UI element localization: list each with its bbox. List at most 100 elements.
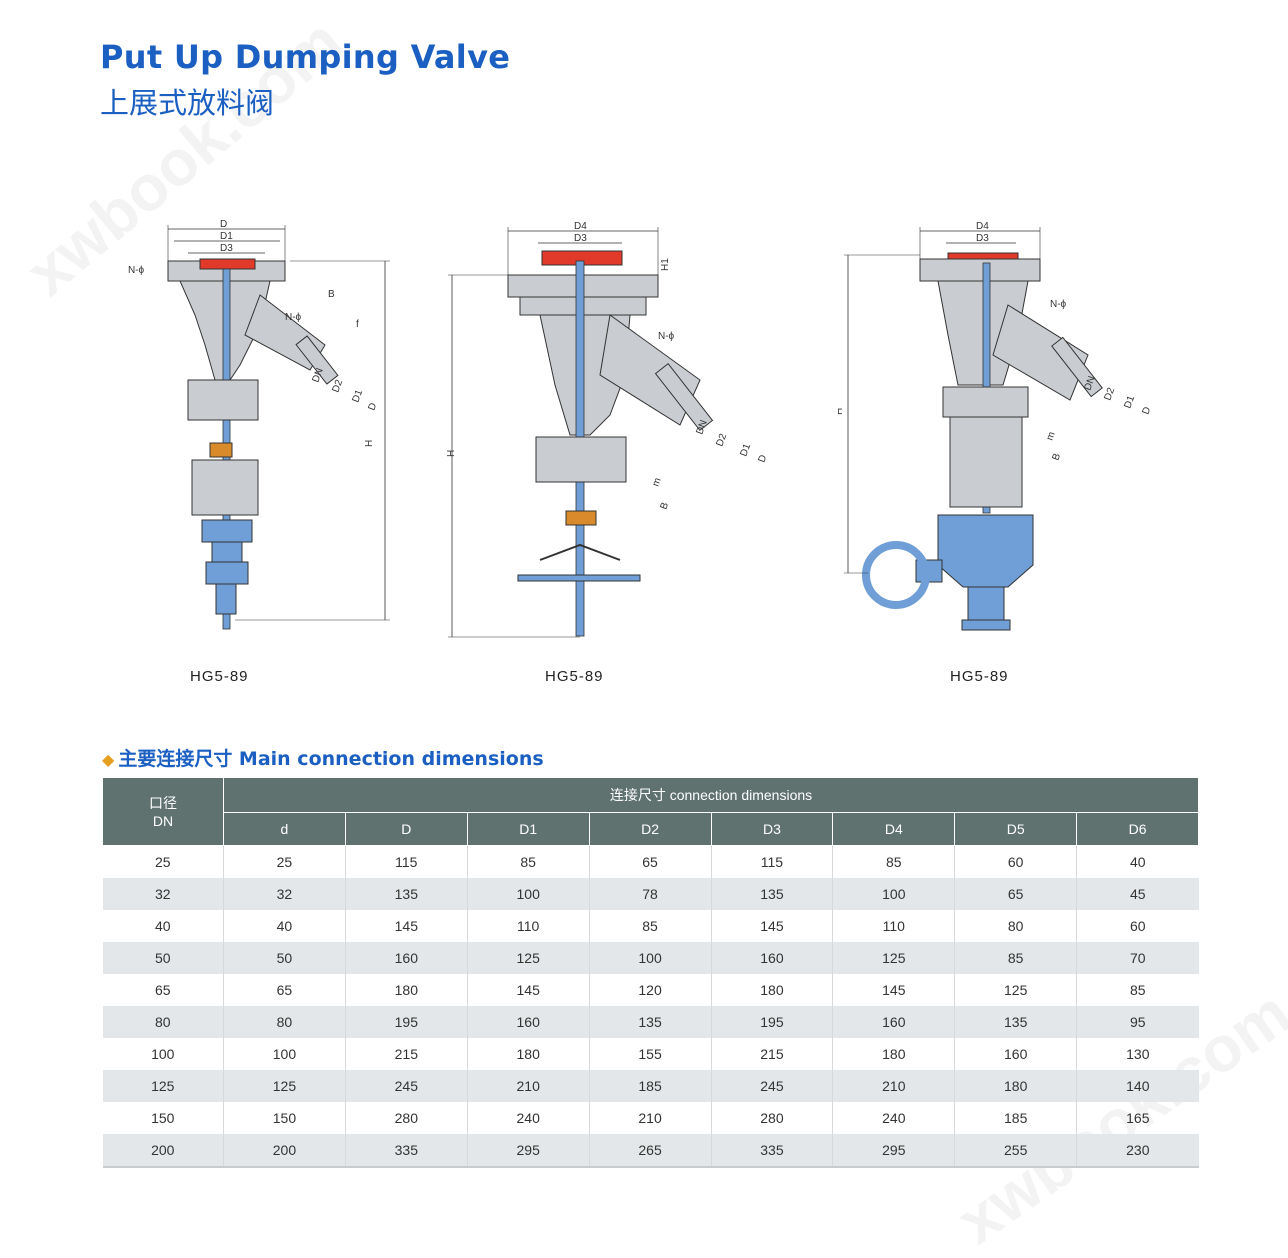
dim-label-b: B (658, 501, 671, 511)
drawing-caption-1: HG5-89 (190, 668, 249, 685)
dimension-cell: 25 (223, 845, 346, 878)
dimension-cell: 145 (710, 910, 833, 942)
dimension-cell: 85 (466, 845, 590, 878)
dimension-cell: 335 (344, 1134, 468, 1168)
dimension-cell: 150 (223, 1102, 346, 1134)
dim-label-d4: D4 (976, 221, 989, 232)
dimension-cell: 155 (588, 1038, 711, 1070)
dim-label-dn: DN (310, 367, 325, 384)
dim-label-d3: D3 (220, 243, 233, 254)
dimension-cell: 135 (954, 1006, 1077, 1038)
dimension-cell: 85 (1076, 974, 1199, 1006)
dim-label-d4: D4 (574, 221, 587, 232)
dimension-cell: 180 (710, 974, 833, 1006)
dn-cell: 50 (102, 942, 224, 974)
dim-label-d1: D1 (1122, 394, 1137, 410)
dim-label-d1: D1 (738, 442, 753, 458)
dimension-cell: 80 (954, 910, 1077, 942)
dimension-cell: 145 (832, 974, 955, 1006)
dimension-cell: 185 (588, 1070, 711, 1102)
dimension-cell: 45 (1076, 878, 1199, 910)
dimension-cell: 180 (344, 974, 468, 1006)
dimension-cell: 85 (954, 942, 1077, 974)
dimension-cell: 125 (223, 1070, 346, 1102)
dimension-cell: 95 (1076, 1006, 1199, 1038)
dimension-cell: 160 (832, 1006, 955, 1038)
dimension-cell: 145 (466, 974, 590, 1006)
dimension-cell: 245 (710, 1070, 833, 1102)
dimension-cell: 140 (1076, 1070, 1199, 1102)
dimension-cell: 100 (832, 878, 955, 910)
dimension-cell: 215 (710, 1038, 833, 1070)
dimension-cell: 110 (832, 910, 955, 942)
dn-cell: 150 (151, 1110, 175, 1126)
dimension-cell: 240 (832, 1102, 955, 1134)
dim-label-d3: D3 (574, 233, 587, 244)
dim-label-db: D (366, 401, 379, 412)
dimension-cell: 295 (466, 1134, 590, 1168)
dim-label-d3: D3 (976, 233, 989, 244)
dim-label-h: H (838, 408, 845, 415)
dim-label-dn: DN (1082, 375, 1097, 392)
page-title: Put Up Dumping Valve (100, 38, 511, 76)
dimension-cell: 40 (223, 910, 346, 942)
dim-label-n-phi-flange: N-ϕ (285, 312, 302, 323)
column-header: D3 (710, 812, 834, 846)
dimension-cell: 265 (588, 1134, 711, 1168)
dimension-cell: 70 (1076, 942, 1199, 974)
dim-label-f: f (356, 319, 359, 330)
dimension-cell: 245 (344, 1070, 468, 1102)
dn-cell: 100 (151, 1046, 175, 1062)
dn-cell: 65 (154, 982, 171, 998)
dimension-cell: 185 (954, 1102, 1077, 1134)
page-subtitle: 上展式放料阀 (100, 86, 275, 120)
dimension-cell: 125 (954, 974, 1077, 1006)
dimension-cell: 60 (1076, 910, 1199, 942)
dn-cell: 80 (102, 1006, 224, 1038)
dim-label-m: m (650, 476, 663, 488)
dimension-cell: 180 (954, 1070, 1077, 1102)
column-header: D6 (1076, 812, 1199, 846)
dimension-cell: 80 (223, 1006, 346, 1038)
dimension-cell: 210 (588, 1102, 711, 1134)
column-header: D4 (832, 812, 956, 846)
dimension-cell: 65 (588, 845, 711, 878)
valve-drawing-2: D4 D3 H1 N-ϕ DN D2 D1 D m B H (446, 221, 769, 638)
drawing-caption-2: HG5-89 (545, 668, 604, 685)
dimension-cell: 195 (710, 1006, 833, 1038)
dim-label-b: B (328, 289, 335, 300)
valve-drawing-1: D D1 D3 N-ϕ N-ϕ B f DN D2 D1 D H (128, 219, 390, 630)
dimension-cell: 135 (588, 1006, 711, 1038)
dimension-cell: 160 (344, 942, 468, 974)
dimension-cell: 110 (466, 910, 590, 942)
dimension-cell: 50 (223, 942, 346, 974)
dimension-cell: 85 (588, 910, 711, 942)
dimension-cell: 125 (466, 942, 590, 974)
dimension-cell: 135 (344, 878, 468, 910)
dn-cell: 32 (102, 878, 224, 910)
dim-label-dn: DN (694, 419, 709, 436)
drawing-caption-3: HG5-89 (950, 668, 1009, 685)
dn-cell: 125 (102, 1070, 224, 1102)
dimension-cell: 115 (344, 845, 468, 878)
dim-label-b: B (1050, 452, 1063, 462)
dimension-cell: 240 (466, 1102, 590, 1134)
column-header: D2 (588, 812, 712, 846)
dn-cell: 25 (154, 854, 171, 870)
dim-label-d: D (220, 219, 227, 230)
dimension-cell: 295 (832, 1134, 955, 1168)
dim-label-d2: D2 (330, 378, 345, 394)
column-header: d (223, 812, 346, 846)
column-header: D5 (954, 812, 1078, 846)
diamond-bullet-icon: ◆ (102, 750, 115, 769)
dn-cell: 40 (154, 918, 171, 934)
dim-label-n-phi: N-ϕ (658, 331, 675, 342)
dim-label-d: D (756, 453, 769, 464)
